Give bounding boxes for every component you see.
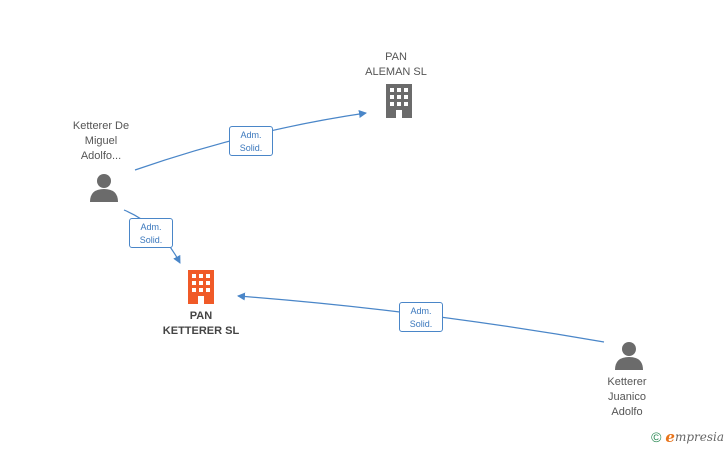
edge-badge-line: Adm. xyxy=(410,306,432,316)
node-label-line: Miguel xyxy=(84,135,118,147)
node-label-line: ALEMAN SL xyxy=(365,66,427,78)
edge-badge-juanico-ketterer[interactable]: Adm. Solid. xyxy=(399,302,443,332)
node-label-line: Adolfo xyxy=(611,406,643,418)
edge-badge-miguel-aleman[interactable]: Adm. Solid. xyxy=(229,126,273,156)
node-label-line: Ketterer De xyxy=(72,120,130,132)
edge-badge-line: Adm. xyxy=(240,130,262,140)
edge-badge-line: Solid. xyxy=(409,319,433,329)
node-label-ketterer-juanico[interactable]: Ketterer Juanico Adolfo xyxy=(584,375,670,420)
node-label-line: PAN xyxy=(189,310,213,322)
node-label-line: PAN xyxy=(385,51,407,63)
building-icon[interactable] xyxy=(186,270,216,304)
brand-logo-text: mpresia xyxy=(674,430,724,444)
copyright-icon: © xyxy=(651,429,662,445)
node-label-line: Juanico xyxy=(608,391,646,403)
node-label-pan-ketterer[interactable]: PAN KETTERER SL xyxy=(146,309,256,339)
edge-badge-line: Adm. xyxy=(140,222,162,232)
node-label-pan-aleman[interactable]: PAN ALEMAN SL xyxy=(350,50,442,80)
brand-logo-initial: e xyxy=(665,428,675,446)
edge-badge-line: Solid. xyxy=(239,143,263,153)
person-icon[interactable] xyxy=(89,172,119,202)
node-label-line: KETTERER SL xyxy=(162,325,240,337)
node-label-line: Ketterer xyxy=(607,376,647,388)
building-icon[interactable] xyxy=(384,84,414,118)
node-label-ketterer-miguel[interactable]: Ketterer De Miguel Adolfo... xyxy=(55,119,147,164)
edge-badge-line: Solid. xyxy=(139,235,163,245)
edge-badge-miguel-ketterer[interactable]: Adm. Solid. xyxy=(129,218,173,248)
person-icon[interactable] xyxy=(614,340,644,370)
node-label-line: Adolfo... xyxy=(80,150,122,162)
